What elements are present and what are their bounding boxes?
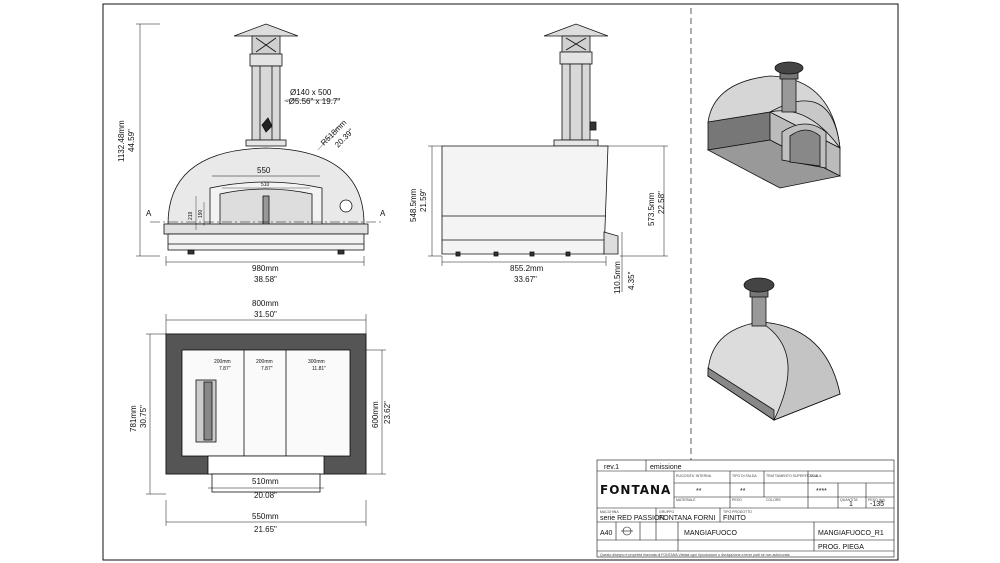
section-2-in: 7.87" <box>261 366 273 372</box>
product-type: FINITO <box>723 515 746 522</box>
fontana-logo: FONTANA <box>600 483 671 497</box>
base-width-mm: 550mm <box>252 512 279 521</box>
front-width-mm: 980mm <box>252 264 279 273</box>
side-total-height-in: 22.58" <box>657 191 666 214</box>
group: FONTANA FORNI <box>659 515 715 522</box>
foot-in: 4.35" <box>627 271 636 290</box>
description: MANGIAFUOCO <box>684 530 737 537</box>
sheet-border <box>102 3 899 561</box>
row-label-3: COLORE <box>766 498 781 502</box>
side-total-height-mm: 573.5mm <box>647 192 656 226</box>
top-view <box>146 314 386 526</box>
section-3-mm: 300mm <box>308 359 325 365</box>
front-width-510-in: 20.08" <box>254 491 277 500</box>
side-depth-in: 33.67" <box>514 275 537 284</box>
front-width-510-mm: 510mm <box>252 477 279 486</box>
revision: rev.1 <box>604 464 619 471</box>
prog-piega: PROG. PIEGA <box>818 544 864 551</box>
iso-view-top <box>706 61 842 189</box>
pipe-dim-mm: Ø140 x 500 <box>290 88 332 97</box>
mouth-height: 219 <box>188 211 194 220</box>
pipe-dim-in: ~Ø5.56" x 19.7" <box>284 97 340 106</box>
section-3-in: 11.81" <box>312 366 326 372</box>
section-mark-right: A <box>380 209 386 218</box>
side-depth-mm: 855.2mm <box>510 264 544 273</box>
title-block <box>596 459 895 558</box>
side-body-height-in: 21.59" <box>419 189 428 212</box>
footer-note: Questo disegno è proprietà riservata di … <box>600 553 790 557</box>
format: A40 <box>600 530 613 537</box>
front-view <box>136 23 382 266</box>
value-3: **** <box>816 488 827 495</box>
header-label-1: RUGOSITA' INTERNA <box>676 474 712 478</box>
top-inner-depth-in: 23.62" <box>383 401 392 424</box>
value-1: ** <box>696 488 702 495</box>
series: serie RED PASSION <box>600 515 664 522</box>
weight: -135 <box>870 501 884 508</box>
drawing-code: MANGIAFUOCO_R1 <box>818 530 884 537</box>
mouth-width: 550 <box>257 166 271 175</box>
top-depth-mm: 781mm <box>129 405 138 432</box>
top-depth-in: 30.75" <box>139 405 148 428</box>
group-label: GRUPPO <box>659 510 674 514</box>
front-height-in: 44.59" <box>127 129 136 152</box>
base-width-in: 21.65" <box>254 525 277 534</box>
side-view <box>428 23 668 292</box>
header-label-3: TRATTAMENTO SUPERFICIALE <box>766 474 819 478</box>
value-2: ** <box>740 488 746 495</box>
emission: emissione <box>650 464 682 471</box>
series-label: MACCHINA <box>600 510 619 514</box>
foot-mm: 110.5mm <box>613 261 622 294</box>
section-2-mm: 200mm <box>256 359 273 365</box>
mouth-inner-height: 190 <box>198 209 204 218</box>
front-height-mm: 1132.48mm <box>117 120 126 162</box>
row-label-5: PESO (kg) <box>868 498 885 502</box>
row-label-4: QUANTITA' <box>840 498 858 502</box>
front-width-in: 38.58" <box>254 275 277 284</box>
mouth-inner-width: 510 <box>261 182 270 188</box>
top-width-in: 31.50" <box>254 310 277 319</box>
iso-view-bottom <box>707 277 841 421</box>
header-label-4: SCALA <box>810 474 822 478</box>
top-inner-depth-mm: 600mm <box>371 401 380 428</box>
side-body-height-mm: 548.5mm <box>409 188 418 222</box>
section-1-mm: 200mm <box>214 359 231 365</box>
section-1-in: 7.87" <box>219 366 231 372</box>
quantity: 1 <box>849 501 853 508</box>
product-type-label: TIPO PRODOTTO <box>723 510 752 514</box>
row-label-2: PESO <box>732 498 742 502</box>
header-label-2: TIPO DI FALDA <box>732 474 757 478</box>
top-width-mm: 800mm <box>252 299 279 308</box>
row-label-1: MATERIALE <box>676 498 696 502</box>
section-mark-left: A <box>146 209 152 218</box>
